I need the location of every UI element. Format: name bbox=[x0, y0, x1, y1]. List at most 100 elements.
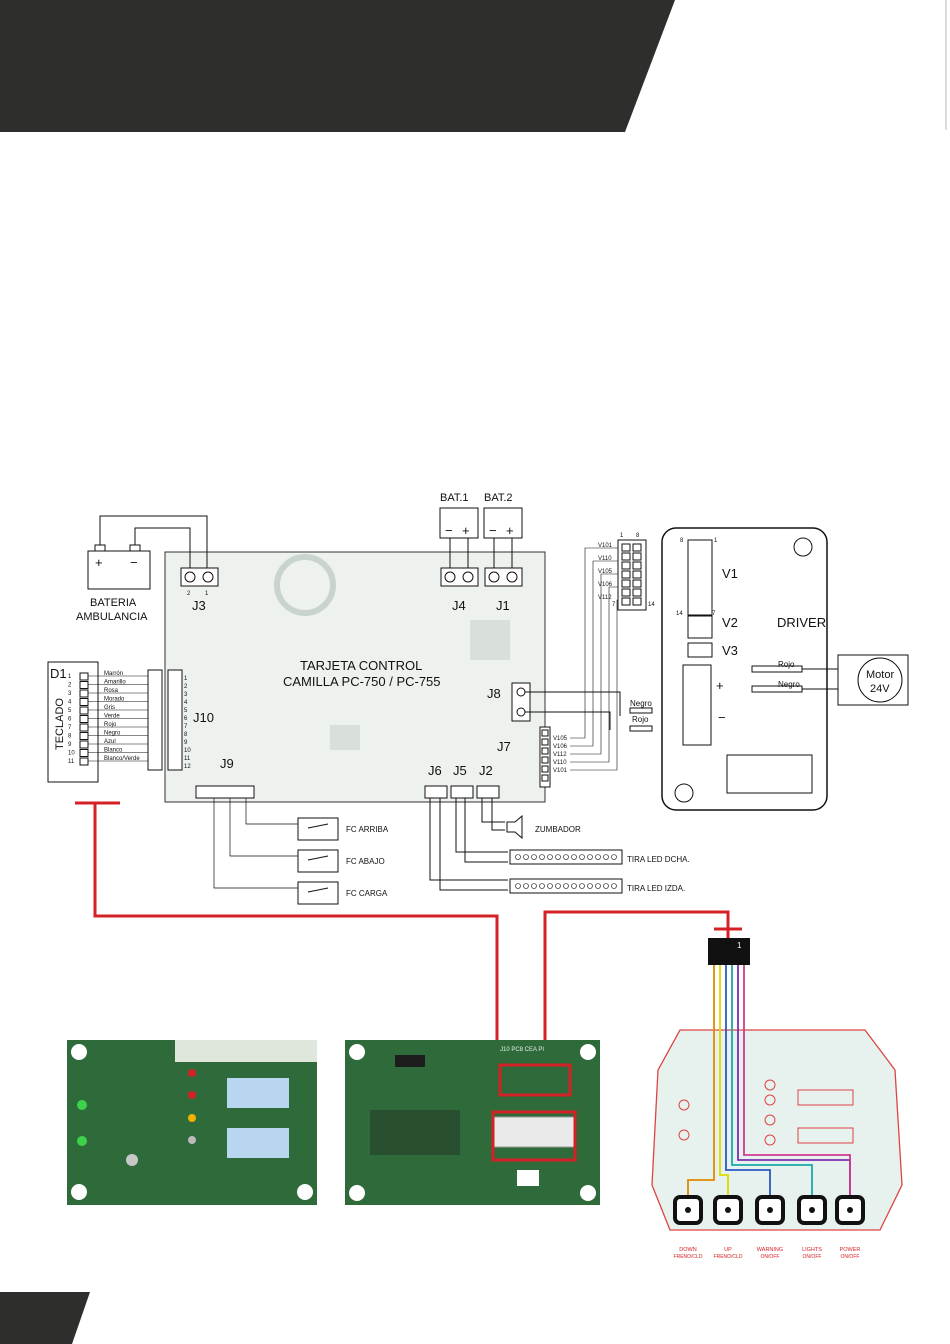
j8-negro-label: Negro bbox=[630, 699, 652, 708]
switch-contact bbox=[307, 855, 329, 861]
v1h-pin7: 7 bbox=[612, 602, 616, 608]
flex-wire bbox=[725, 965, 771, 1200]
j10-label: J10 bbox=[193, 710, 214, 725]
keypad-wire-color: Blanco/Verde bbox=[104, 756, 140, 762]
flat-connector-pin: 1 bbox=[737, 941, 742, 950]
j10-pin-number: 9 bbox=[184, 740, 188, 746]
keypad-pin-number: 3 bbox=[68, 691, 72, 697]
j10-pin-number: 12 bbox=[184, 764, 191, 770]
red-wire-flex bbox=[543, 910, 730, 1072]
j7-wire bbox=[570, 547, 618, 739]
driver-terminal bbox=[682, 664, 712, 746]
keypad-pin bbox=[79, 723, 89, 732]
battery-terminal-plus bbox=[94, 544, 106, 552]
bat2-minus: − bbox=[489, 523, 497, 538]
j3-pin2-num: 2 bbox=[187, 591, 191, 597]
led-dot bbox=[555, 883, 561, 889]
j7-wire-label: V106 bbox=[553, 744, 568, 750]
j6-connector bbox=[424, 785, 448, 799]
board-inductor bbox=[274, 554, 336, 616]
v1-pin bbox=[632, 579, 642, 588]
j7-wire bbox=[570, 573, 618, 755]
bat2-box bbox=[483, 507, 523, 539]
keypad-pin bbox=[79, 749, 89, 757]
v1-wire-label: V110 bbox=[598, 556, 612, 562]
v1-wire-label: V112 bbox=[598, 595, 612, 601]
j1-pin-2 bbox=[488, 571, 500, 583]
board-chip-2 bbox=[470, 620, 510, 660]
led-dot bbox=[595, 854, 601, 860]
switch-label: FC ABAJO bbox=[346, 857, 385, 866]
battery-wire-plus bbox=[99, 515, 208, 572]
battery-terminal-minus bbox=[129, 544, 141, 552]
motor-negro-label: Negro bbox=[778, 680, 800, 689]
j10-pin-number: 4 bbox=[184, 700, 188, 706]
header-banner bbox=[0, 0, 947, 132]
keypad-pin-number: 4 bbox=[68, 700, 72, 706]
driver-terminal-minus: − bbox=[718, 710, 726, 725]
keypad-wire-color: Blanco bbox=[104, 748, 123, 754]
flex-wire bbox=[719, 965, 729, 1200]
red-wire-main bbox=[93, 803, 499, 1118]
keypad-block bbox=[47, 661, 99, 783]
led-dot bbox=[571, 883, 577, 889]
led-dot bbox=[547, 883, 553, 889]
membrane-button-dot bbox=[767, 1207, 773, 1213]
led-right-label: TIRA LED DCHA. bbox=[627, 855, 690, 864]
j3-pin-2 bbox=[184, 571, 196, 583]
ambulance-battery bbox=[87, 550, 151, 590]
keypad-wire-color: Marrón bbox=[104, 671, 123, 677]
v1-wire-label: V106 bbox=[598, 582, 613, 588]
v1-pin bbox=[621, 543, 631, 552]
led-dot-group bbox=[515, 854, 617, 889]
driver-v3-port bbox=[687, 642, 713, 658]
keypad-pin bbox=[79, 672, 89, 681]
v1h-pin8: 8 bbox=[636, 533, 640, 539]
j10-pin-number: 6 bbox=[184, 716, 188, 722]
membrane-button-label: UP bbox=[724, 1247, 732, 1253]
j4-pin-2 bbox=[444, 571, 456, 583]
keypad-pin bbox=[79, 740, 89, 749]
j4-pin-1 bbox=[462, 571, 474, 583]
j8-rojo-term bbox=[629, 725, 653, 732]
keypad-pin bbox=[79, 757, 89, 766]
pcb-silkscreen: J10 PC8 CEA PI bbox=[500, 1047, 544, 1053]
keypad-pin bbox=[79, 715, 89, 723]
led-dot bbox=[523, 883, 529, 889]
led-dot bbox=[611, 854, 617, 860]
limit-switch bbox=[297, 817, 339, 841]
buzzer-wire-b bbox=[491, 798, 505, 831]
j7-wire-label: V105 bbox=[553, 736, 568, 742]
battery-plus-sign: + bbox=[95, 555, 103, 570]
j8-wire-negro bbox=[525, 691, 621, 716]
j10-pin-number: 10 bbox=[184, 748, 191, 754]
led-dot bbox=[579, 883, 585, 889]
flex-wire-group bbox=[687, 965, 851, 1200]
v1-pin bbox=[621, 579, 631, 588]
keypad-pin bbox=[79, 732, 89, 740]
led-dot bbox=[563, 854, 569, 860]
switch-label: FC CARGA bbox=[346, 889, 388, 898]
j7-wire-label: V110 bbox=[553, 760, 567, 766]
buzzer-wire-a bbox=[481, 798, 505, 823]
driver-pin7: 7 bbox=[712, 611, 716, 617]
membrane-button-label: POWER bbox=[840, 1247, 861, 1253]
j8-wire-rojo bbox=[525, 711, 611, 730]
v1-pin bbox=[632, 561, 642, 570]
keypad-connector bbox=[147, 669, 163, 771]
keypad-pin-number: 5 bbox=[68, 708, 72, 714]
j7-wire-label: V112 bbox=[553, 752, 567, 758]
j3-label: J3 bbox=[192, 598, 206, 613]
v1-pin bbox=[621, 570, 631, 579]
motor-label-1: Motor bbox=[866, 669, 894, 681]
flex-wire bbox=[687, 965, 715, 1200]
membrane-button-label: WARNING bbox=[757, 1247, 783, 1253]
keypad-wire-color: Morado bbox=[104, 697, 125, 703]
battery-label-1: BATERIA bbox=[90, 597, 137, 609]
keypad-pin-number: 9 bbox=[68, 742, 72, 748]
board-title-1: TARJETA CONTROL bbox=[300, 658, 422, 673]
v1h-pin14: 14 bbox=[648, 602, 655, 608]
j10-pin-number: 1 bbox=[184, 676, 188, 682]
bat2-label: BAT.2 bbox=[484, 492, 513, 504]
j10-pin-number: 8 bbox=[184, 732, 188, 738]
